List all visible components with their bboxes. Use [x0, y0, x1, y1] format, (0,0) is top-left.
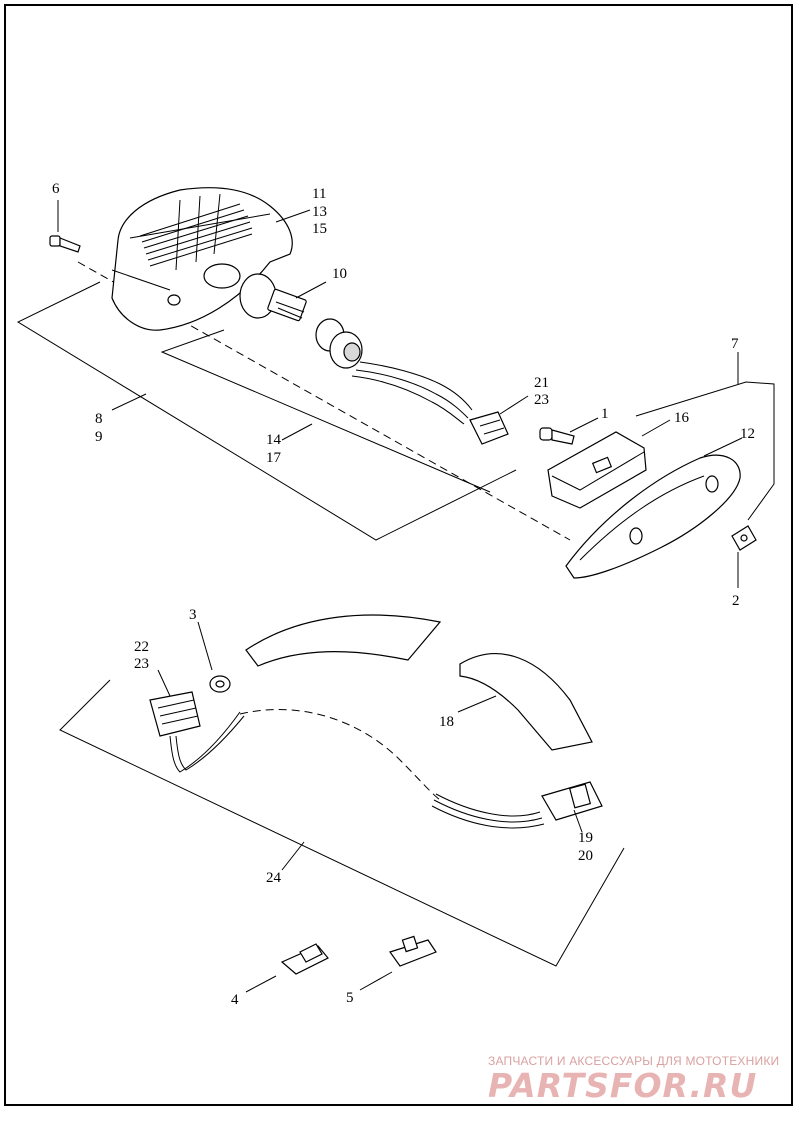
- nut-part-2: [731, 525, 757, 551]
- watermark-tagline: ЗАПЧАСТИ И АКСЕССУАРЫ ДЛЯ МОТОТЕХНИКИ: [488, 1054, 780, 1068]
- callout-12: 12: [740, 426, 755, 442]
- connector-part-21: [469, 411, 509, 445]
- group-bracket-24: [59, 679, 625, 967]
- housing-lens-grille: [139, 193, 253, 271]
- callout-16: 16: [674, 410, 690, 426]
- leader-16: [641, 419, 671, 437]
- group-bracket-14-17: [160, 329, 491, 493]
- connector-part-22: [149, 691, 245, 773]
- callout-1: 1: [601, 406, 609, 422]
- callout-18: 18: [439, 714, 454, 730]
- leader-19: [573, 809, 583, 833]
- callout-6: 6: [52, 181, 60, 197]
- group-bracket-7: [635, 381, 775, 521]
- leader-8-9: [111, 393, 147, 411]
- lamp-housing-part-11: [111, 187, 293, 331]
- screw-part-1: [539, 427, 575, 445]
- bracket-part-16: [547, 431, 647, 509]
- leader-24: [281, 841, 305, 871]
- leader-22: [157, 669, 171, 697]
- callout-7: 7: [731, 336, 739, 352]
- clip-part-5: [389, 935, 437, 967]
- callout-8: 8: [95, 411, 103, 427]
- diagram-frame: [4, 4, 793, 1106]
- lens-part-12: [565, 454, 741, 579]
- leader-5: [359, 971, 393, 991]
- leader-11: [275, 209, 311, 223]
- callout-15: 15: [312, 221, 327, 237]
- callout-9: 9: [95, 429, 103, 445]
- clip-part-4: [280, 943, 329, 975]
- callout-11: 11: [312, 186, 326, 202]
- callout-5: 5: [346, 990, 354, 1006]
- callout-2: 2: [732, 593, 740, 609]
- connector-part-19: [431, 781, 603, 829]
- callout-3: 3: [189, 607, 197, 623]
- leader-18: [457, 695, 497, 713]
- trim-strip-part-18: [245, 614, 593, 751]
- leader-4: [245, 975, 277, 993]
- alignment-line-harness: [239, 709, 441, 801]
- callout-13: 13: [312, 204, 327, 220]
- leader-12: [703, 437, 743, 457]
- callout-23-a: 23: [534, 392, 549, 408]
- watermark-logo: PARTSFOR.RU: [488, 1066, 758, 1105]
- callout-23-b: 23: [134, 656, 149, 672]
- group-bracket-8-9: [16, 281, 517, 541]
- leader-21: [499, 395, 529, 415]
- callout-24: 24: [266, 870, 282, 886]
- leader-14-17: [281, 423, 313, 441]
- leader-1: [569, 417, 599, 433]
- leader-3: [197, 621, 213, 671]
- leader-10: [295, 281, 327, 299]
- callout-14: 14: [266, 432, 282, 448]
- screw-part-6: [49, 235, 81, 253]
- callout-4: 4: [231, 992, 239, 1008]
- callout-21: 21: [534, 375, 549, 391]
- callout-19: 19: [578, 830, 593, 846]
- callout-20: 20: [578, 848, 593, 864]
- callout-17: 17: [266, 450, 282, 466]
- callout-22: 22: [134, 639, 149, 655]
- socket-part-14: [315, 318, 473, 425]
- clip-part-3: [209, 675, 231, 693]
- callout-10: 10: [332, 266, 347, 282]
